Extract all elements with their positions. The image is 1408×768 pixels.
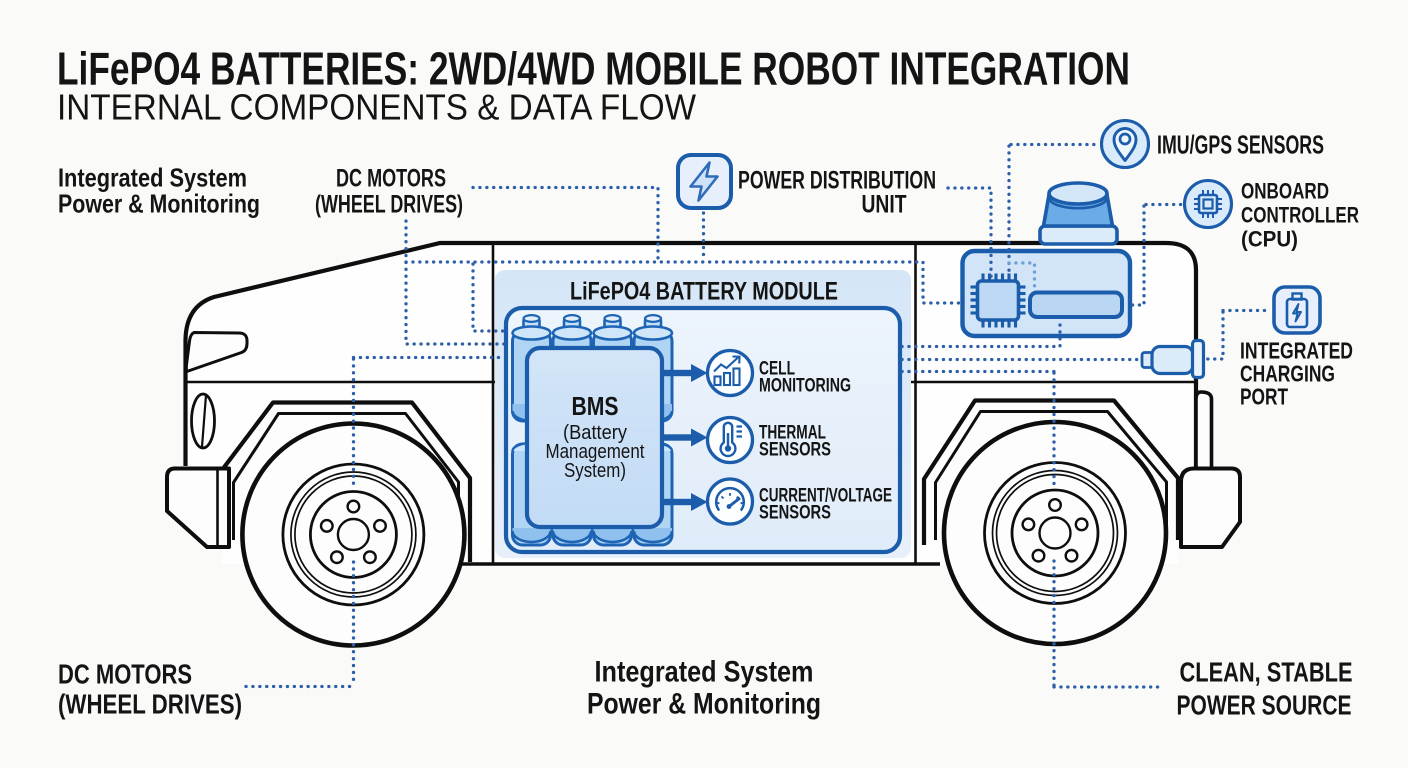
svg-text:ONBOARD: ONBOARD [1241,179,1329,204]
svg-text:INTEGRATED: INTEGRATED [1240,338,1353,364]
svg-text:Integrated System: Integrated System [595,656,814,689]
svg-text:(WHEEL DRIVES): (WHEEL DRIVES) [58,689,242,720]
svg-text:(Battery: (Battery [563,422,627,444]
svg-text:BMS: BMS [572,391,619,421]
svg-text:(WHEEL DRIVES): (WHEEL DRIVES) [315,191,463,219]
svg-text:DC MOTORS: DC MOTORS [336,165,446,193]
svg-text:System): System) [564,460,626,482]
svg-text:PORT: PORT [1240,384,1288,410]
svg-text:CURRENT/VOLTAGE: CURRENT/VOLTAGE [759,485,892,507]
svg-text:LiFePO4 BATTERY MODULE: LiFePO4 BATTERY MODULE [570,278,838,306]
svg-text:CLEAN, STABLE: CLEAN, STABLE [1180,657,1353,688]
svg-text:THERMAL: THERMAL [759,422,826,444]
svg-text:SENSORS: SENSORS [759,439,831,461]
svg-text:Power & Monitoring: Power & Monitoring [587,688,821,721]
svg-text:(CPU): (CPU) [1241,227,1298,252]
svg-text:CELL: CELL [759,358,795,380]
svg-text:POWER SOURCE: POWER SOURCE [1177,690,1352,721]
svg-text:CHARGING: CHARGING [1240,361,1335,387]
svg-text:IMU/GPS SENSORS: IMU/GPS SENSORS [1157,130,1324,160]
svg-text:CONTROLLER: CONTROLLER [1241,203,1359,228]
svg-text:MONITORING: MONITORING [759,375,851,397]
svg-text:DC MOTORS: DC MOTORS [58,659,192,690]
svg-text:SENSORS: SENSORS [759,502,831,524]
svg-text:UNIT: UNIT [862,191,907,219]
svg-text:LiFePO4 BATTERIES: 2WD/4WD MOB: LiFePO4 BATTERIES: 2WD/4WD MOBILE ROBOT … [57,43,1130,95]
svg-text:Power & Monitoring: Power & Monitoring [58,189,260,219]
svg-text:Integrated System: Integrated System [58,163,247,193]
svg-text:Management: Management [546,441,645,463]
svg-text:POWER DISTRIBUTION: POWER DISTRIBUTION [738,167,936,195]
svg-text:INTERNAL COMPONENTS & DATA FLO: INTERNAL COMPONENTS & DATA FLOW [57,87,696,128]
